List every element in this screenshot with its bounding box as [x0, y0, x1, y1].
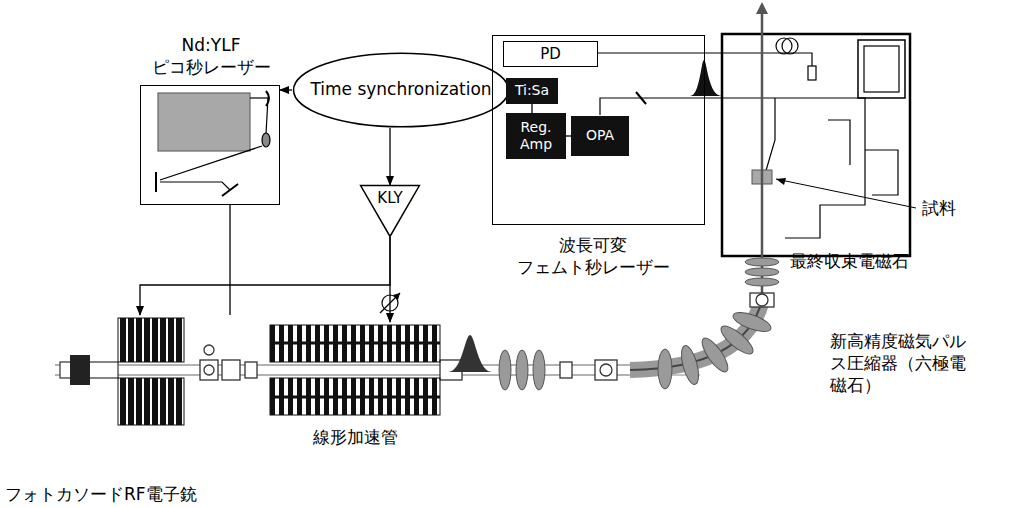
sample-leader-head — [776, 178, 786, 185]
connector-line — [389, 237, 390, 322]
picosecond-laser-box: Nd:YLF ピコ秒レーザー — [140, 85, 280, 205]
connector-line — [140, 237, 390, 315]
beamline — [55, 2, 779, 425]
ndylf-optics — [156, 91, 270, 196]
sync-ellipse: Time synchronization — [292, 52, 510, 128]
node-text: KLY — [377, 189, 402, 208]
node-heading: 波長可変 フェムト秒レーザー — [513, 234, 673, 278]
node-heading: フォトカソードRF電子銃 — [5, 483, 215, 505]
ellipse-outline — [294, 53, 509, 127]
photodiode-box: PD — [503, 41, 598, 67]
node-text: OPA — [586, 127, 614, 145]
node-heading: Nd:YLF ピコ秒レーザー — [141, 34, 281, 78]
measurement-box — [722, 34, 910, 256]
connector-line — [229, 205, 230, 315]
femto-pulse — [690, 60, 722, 96]
node-text: PD — [540, 45, 561, 64]
triangle-outline — [361, 186, 420, 237]
node-text: Ti:Sa — [515, 82, 549, 100]
regamp-box: Reg. Amp — [506, 113, 566, 159]
linac: 線形加速管 — [270, 322, 440, 418]
sample-label: 試料 — [922, 197, 982, 219]
node-text: Reg. Amp — [506, 119, 566, 154]
connector-line — [531, 104, 532, 113]
final-focus-label: 最終収束電磁石 — [790, 250, 930, 272]
sample-leader — [776, 179, 916, 208]
rf-gun: フォトカソードRF電子銃 — [95, 315, 240, 430]
node-text: Time synchronization — [310, 79, 491, 100]
node-heading: 線形加速管 — [270, 426, 440, 448]
opa-box: OPA — [571, 116, 629, 156]
femtosecond-laser-box: 波長可変 フェムト秒レーザーPDTi:SaReg. AmpOPA — [492, 35, 705, 225]
klystron-triangle: KLY — [360, 185, 420, 237]
femto-beam-path — [597, 53, 898, 238]
connector-line — [280, 89, 292, 90]
tisa-box: Ti:Sa — [506, 78, 558, 104]
pulse-compressor-label: 新高精度磁気パルス圧縮器（六極電磁石） — [830, 330, 970, 396]
connector-line — [389, 128, 390, 185]
